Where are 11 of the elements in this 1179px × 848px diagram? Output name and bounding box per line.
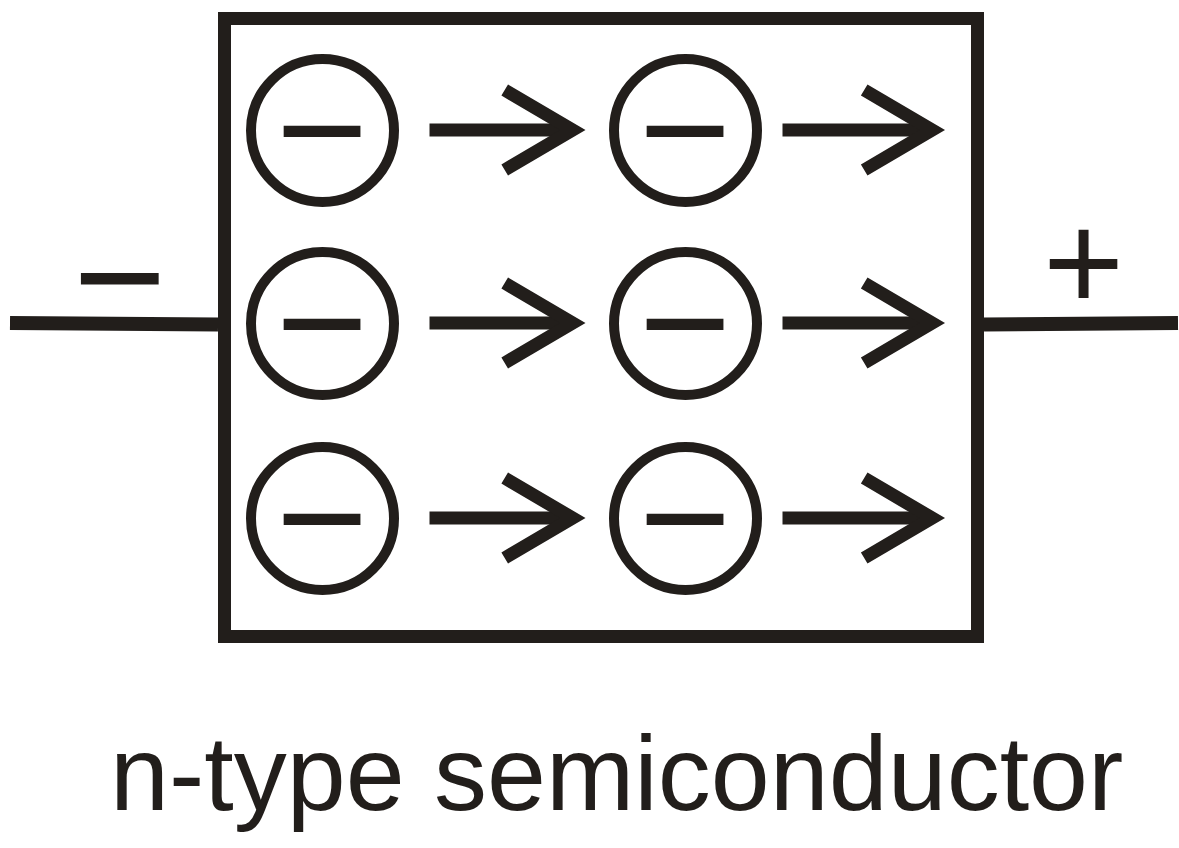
electron-circle [245, 246, 399, 400]
electron-circle [608, 246, 762, 400]
wire [983, 316, 1179, 332]
electron-circle [608, 441, 762, 595]
caption: n-type semiconductor [110, 713, 1124, 834]
electron-circle [245, 53, 399, 207]
electron-circle [245, 441, 399, 595]
wire [9, 316, 219, 332]
semiconductor-block [218, 12, 984, 643]
terminal-sign: + [1043, 226, 1125, 303]
electron-circle [608, 53, 762, 207]
